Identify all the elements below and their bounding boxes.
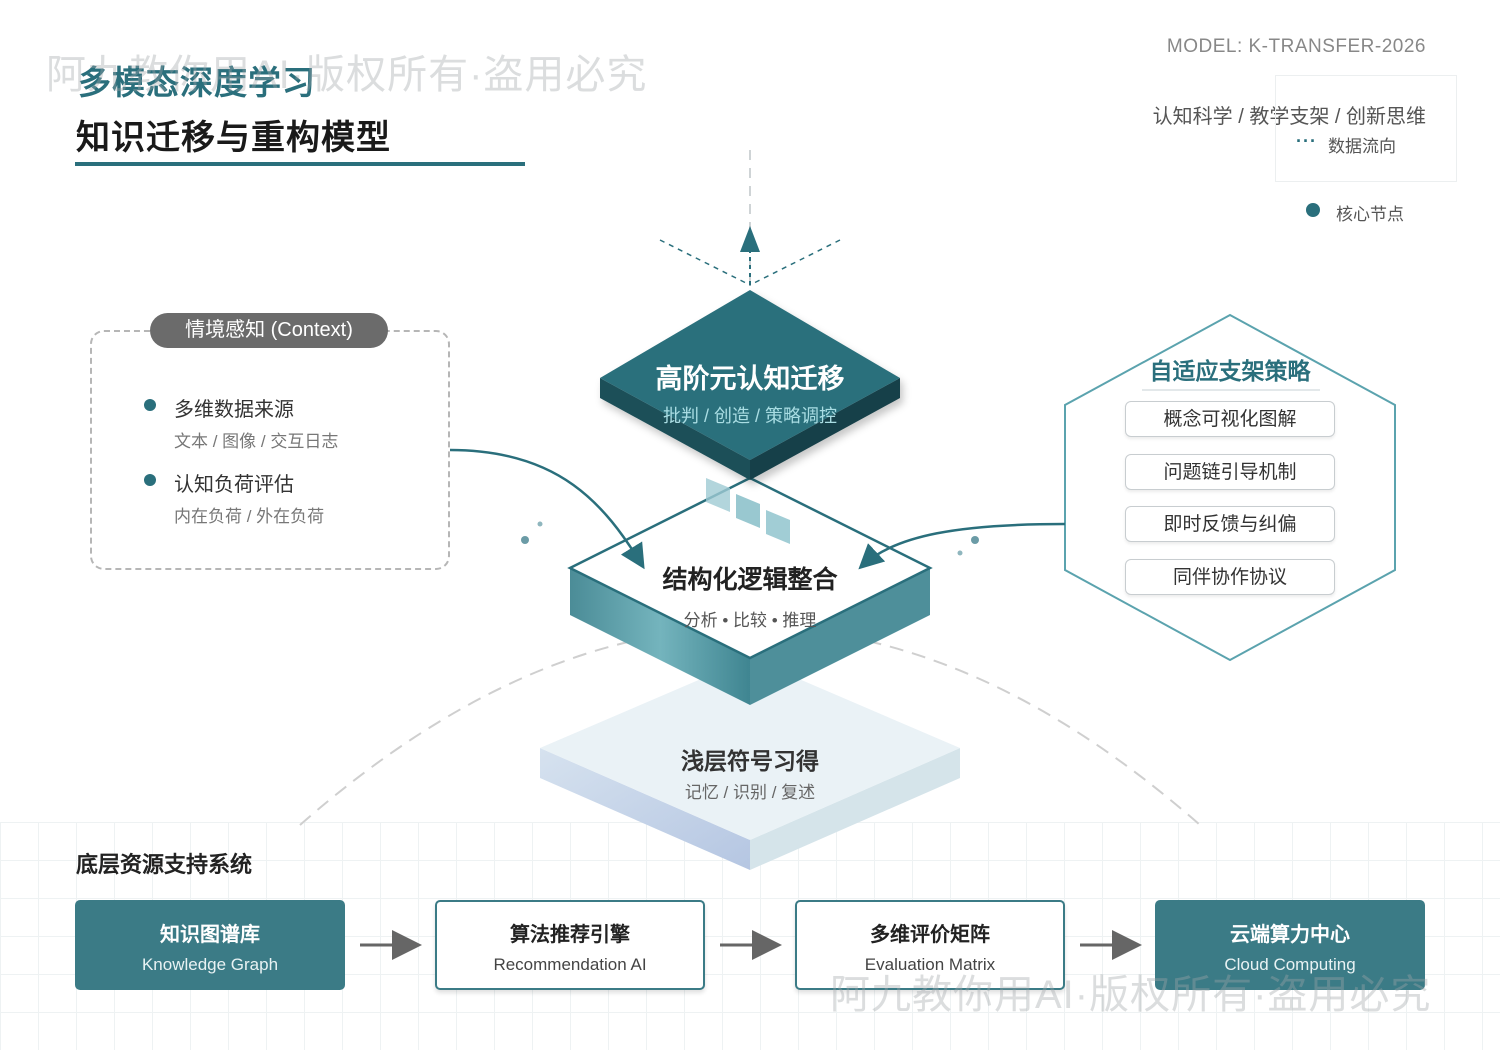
resources-title: 底层资源支持系统 [76,852,253,877]
resource-name: 多维评价矩阵 [870,924,990,946]
layer-structured [567,476,933,705]
layer-middle-sub: 分析 • 比较 • 推理 [683,611,817,630]
resource-knowledge-graph[interactable]: 知识图谱库 Knowledge Graph [75,900,345,990]
resource-name: 算法推荐引擎 [510,924,630,946]
legend-node-label: 核心节点 [1336,205,1404,224]
strategy-title: 自适应支架策略 [1149,358,1311,384]
context-title-pill: 情境感知 (Context) [150,313,388,348]
dotted-line-icon: ··· [1296,131,1317,151]
context-item-sub: 文本 / 图像 / 交互日志 [174,432,339,451]
layer-metacognition [600,290,900,480]
resource-name: 知识图谱库 [160,924,260,946]
page-title-line1: 多模态深度学习 [78,64,316,101]
page-title-line2: 知识迁移与重构模型 [76,119,391,157]
bullet-icon [144,399,156,411]
context-item-sub: 内在负荷 / 外在负荷 [174,507,325,526]
context-item-label: 认知负荷评估 [174,474,294,496]
layer-shallow [540,658,960,870]
layer-top-sub: 批判 / 创造 / 策略调控 [662,406,837,426]
legend-panel [1275,75,1457,182]
watermark-top: 阿九教你用AI·版权所有·盗用必究 [46,53,648,97]
watermark-bottom: 阿九教你用AI·版权所有·盗用必究 [830,973,1432,1017]
model-code: MODEL: K-TRANSFER-2026 [1166,36,1426,57]
resource-cloud-computing[interactable]: 云端算力中心 Cloud Computing [1155,900,1425,990]
background-arc [299,626,1201,826]
strategy-flow-arrow [858,522,1066,570]
layer-bottom-title: 浅层符号习得 [681,748,819,774]
strategy-item-visualization[interactable]: 概念可视化图解 [1125,401,1335,437]
resource-name: 云端算力中心 [1230,924,1350,946]
strategy-item-peer-collab[interactable]: 同伴协作协议 [1125,559,1335,595]
decorative-tiles [706,478,790,544]
resource-en: Evaluation Matrix [864,955,996,974]
resource-en: Knowledge Graph [141,955,279,974]
resource-recommendation-ai[interactable]: 算法推荐引擎 Recommendation AI [435,900,705,990]
header-subtitle: 认知科学 / 教学支架 / 创新思维 [1152,106,1426,128]
layer-bottom-sub: 记忆 / 识别 / 复述 [684,783,816,802]
context-flow-arrow [449,448,645,570]
layer-middle-title: 结构化逻辑整合 [662,566,838,594]
context-item-label: 多维数据来源 [174,399,294,421]
bullet-icon [144,474,156,486]
node-dot-icon [1306,203,1320,217]
legend-flow-label: 数据流向 [1328,137,1396,156]
resource-en: Cloud Computing [1224,955,1356,974]
up-arrow-icon [740,226,760,252]
title-underline [75,162,525,166]
strategy-item-question-chain[interactable]: 问题链引导机制 [1125,454,1335,490]
strategy-item-feedback[interactable]: 即时反馈与纠偏 [1125,506,1335,542]
strategy-divider [1142,389,1320,391]
resource-evaluation-matrix[interactable]: 多维评价矩阵 Evaluation Matrix [795,900,1065,990]
layer-top-title: 高阶元认知迁移 [655,364,845,394]
resource-en: Recommendation AI [493,955,647,974]
